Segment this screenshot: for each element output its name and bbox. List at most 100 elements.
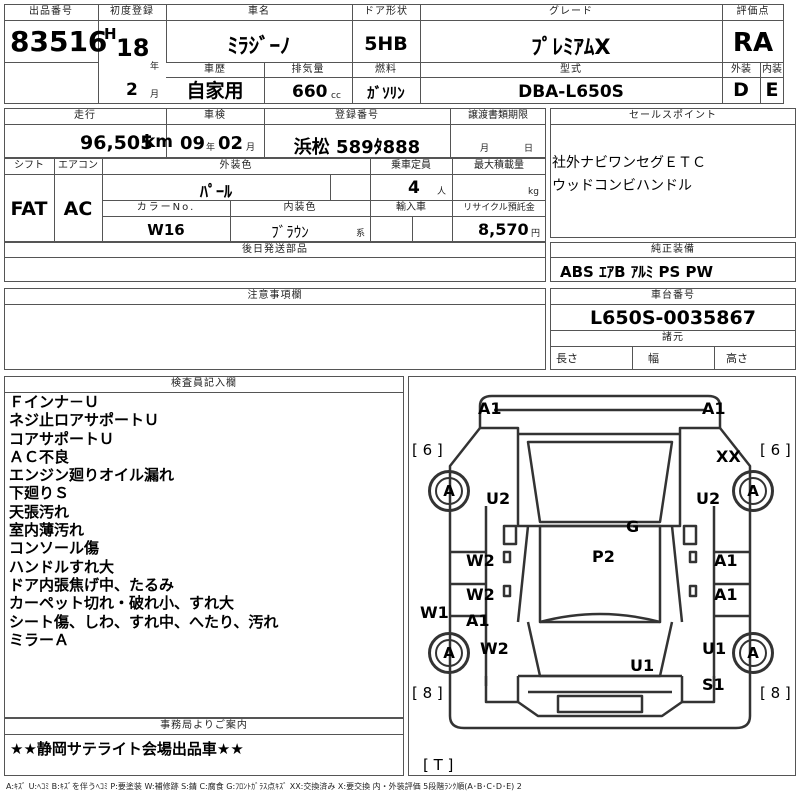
height-label: 高さ [726, 352, 748, 365]
divider [230, 200, 231, 242]
divider [166, 4, 167, 62]
interior-label: 内装 [762, 64, 782, 75]
interior-grade: E [765, 79, 779, 101]
mark-a1-rdoor1: A1 [714, 551, 738, 570]
divider [102, 200, 546, 201]
tire-mark: A [739, 639, 767, 667]
header-grid [4, 4, 784, 104]
capacity-label: 乗車定員 [391, 160, 431, 171]
shift: FAT [10, 198, 48, 220]
displacement-unit: cc [331, 91, 341, 101]
tire-mark: A [739, 477, 767, 505]
recycle-label: リサイクル預託金 [463, 203, 535, 213]
sales-point-box [550, 108, 796, 238]
ac-label: エアコン [58, 160, 98, 171]
inspector-remarks: Ｆインナ－Ｕ ネジ止ロアサポートＵ コアサポートＵ ＡＣ不良 エンジン廻りオイル… [9, 393, 401, 649]
inspection-month: 02 [218, 133, 244, 154]
int-color-unit: 系 [356, 229, 366, 239]
exterior-grade: D [733, 79, 749, 101]
ac: AC [63, 198, 93, 220]
plate-label: 登録番号 [335, 110, 379, 121]
office-label: 事務局よりご案内 [160, 720, 248, 731]
mark-u1-right: U1 [702, 639, 727, 658]
divider [4, 20, 98, 21]
era-letter: H [104, 25, 117, 43]
car-name: ﾐﾗｼﾞｰﾉ [227, 34, 291, 58]
divider [4, 392, 404, 393]
tire-mark: A [435, 477, 463, 505]
divider [102, 216, 546, 217]
mileage-unit: km [144, 132, 174, 152]
divider [722, 4, 723, 104]
mark-a1-rdoor2: A1 [714, 585, 738, 604]
sales-label: セールスポイント [629, 110, 717, 121]
mark-front-left: A1 [478, 399, 502, 418]
tire-rear-right: A [732, 632, 774, 674]
inspection-year-unit: 年 [206, 143, 216, 153]
remark-line: 下廻りＳ [9, 484, 70, 503]
fuel-label: 燃料 [375, 64, 397, 75]
office-box [4, 718, 404, 776]
car-outline-diagram [448, 394, 752, 730]
exterior-label: 外装 [731, 64, 751, 75]
year-unit: 年 [150, 62, 160, 72]
bracket-rear-left: [ 8 ] [412, 684, 443, 702]
history-label: 車歴 [204, 64, 226, 75]
divider [550, 304, 796, 305]
inspection-label: 車検 [204, 110, 226, 121]
remark-line: ドア内張焦げ中、たるみ [9, 575, 175, 594]
grade: ﾌﾟﾚﾐｱﾑX [531, 35, 611, 59]
sales-line-1: 社外ナビワンセグＥＴＣ [552, 155, 706, 171]
divider [550, 330, 796, 331]
tire-front-left: A [428, 470, 470, 512]
chassis: L650S-0035867 [590, 307, 756, 329]
mark-g: G [626, 517, 640, 536]
remark-line: 室内薄汚れ [9, 521, 85, 540]
divider [412, 216, 413, 242]
reg-year: 18 [116, 34, 150, 62]
color-no-label: カラーNo. [136, 202, 196, 213]
divider [264, 62, 265, 104]
divider [550, 124, 796, 125]
transfer-day-unit: 日 [524, 144, 534, 154]
history: 自家用 [186, 80, 244, 102]
legend: A:ｷｽﾞ U:ﾍｺﾐ B:ｷｽﾞを伴うﾍｺﾐ P:要塗装 W:補修跡 S:錆 … [6, 782, 522, 791]
divider [4, 174, 546, 175]
bracket-rear-right: [ 8 ] [760, 684, 791, 702]
remark-line: シート傷、しわ、すれ中、へたり、汚れ [9, 612, 279, 631]
divider [102, 158, 103, 242]
later-parts-label: 後日発送部品 [242, 244, 308, 255]
mileage: 96,505 [80, 132, 154, 154]
mileage-label: 走行 [74, 110, 96, 121]
inspection-year: 09 [180, 133, 206, 154]
mark-p2: P2 [592, 547, 615, 566]
equipment: ABS ｴｱB ｱﾙﾐ PS PW [560, 263, 714, 281]
capacity: 4 [408, 178, 420, 198]
door-type: 5HB [364, 33, 408, 55]
remark-line: ハンドルすれ大 [9, 557, 115, 576]
mark-u1-rear: U1 [630, 656, 655, 675]
transfer-label: 譲渡書類期限 [468, 110, 528, 121]
remark-line: Ｆインナ－Ｕ [9, 393, 100, 411]
import-label: 輸入車 [396, 202, 426, 213]
divider [4, 734, 404, 735]
office-note: ★★静岡サテライト会場出品車★★ [10, 740, 244, 758]
displacement-label: 排気量 [291, 64, 325, 75]
divider [452, 158, 453, 242]
divider [4, 304, 546, 305]
divider [760, 62, 761, 104]
divider [330, 174, 331, 200]
displacement: 660 [292, 82, 328, 102]
rating: RA [732, 28, 774, 58]
name-label: 車名 [248, 6, 270, 17]
divider [550, 346, 796, 347]
divider [4, 124, 546, 125]
door-label: ドア形状 [364, 6, 408, 17]
tire-rear-left: A [428, 632, 470, 674]
mark-w2-b: W2 [466, 585, 495, 604]
reg-month: 2 [126, 80, 138, 100]
int-color: ﾌﾞﾗｳﾝ [271, 223, 309, 241]
fuel: ｶﾞｿﾘﾝ [367, 84, 405, 102]
dims-label: 諸元 [662, 332, 684, 343]
grade-label: グレード [549, 6, 593, 17]
